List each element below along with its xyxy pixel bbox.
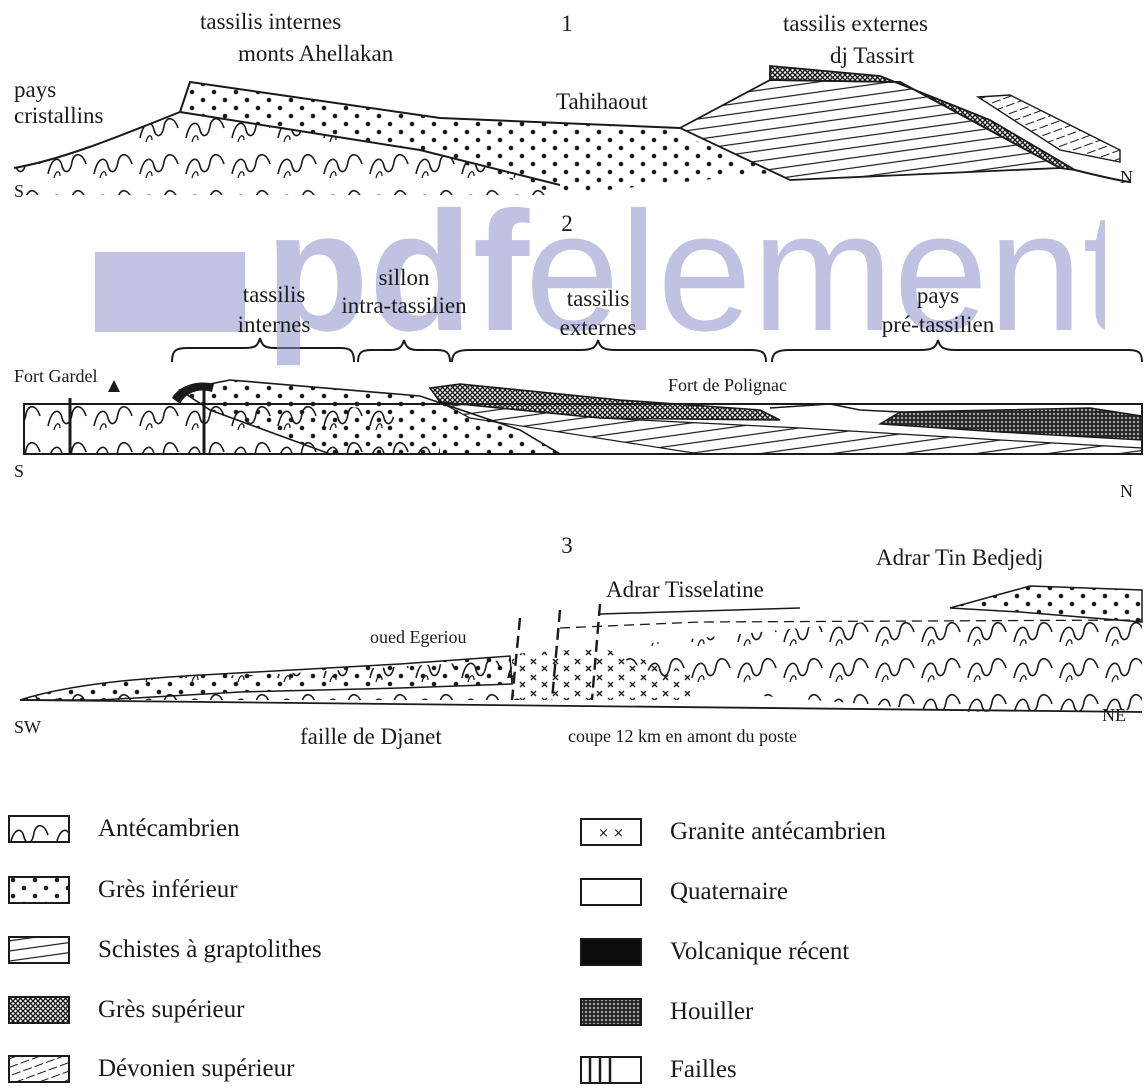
legend-item-quaternaire: Quaternaire	[580, 878, 788, 906]
section-3-dir-right: NE	[1102, 706, 1126, 725]
legend-item-failles: Failles	[580, 1056, 737, 1084]
fort-gardel-marker	[108, 380, 120, 392]
label-pre-tassilien: pré-tassilien	[882, 313, 994, 337]
label-cristallins: cristallins	[14, 104, 103, 128]
legend-label: Dévonien supérieur	[98, 1055, 294, 1083]
legend-item-volcanique: Volcanique récent	[580, 938, 849, 966]
volcanique-swatch	[580, 938, 642, 966]
brace-tassilis-internes	[172, 338, 354, 362]
legend-item-devonien: Dévonien supérieur	[8, 1055, 294, 1083]
brace-pays-pre-tassilien	[772, 340, 1142, 362]
label-pays-2: pays	[917, 284, 959, 308]
label-adrar-tin-bedjedj: Adrar Tin Bedjedj	[876, 546, 1043, 570]
section-2-dir-left: S	[14, 462, 24, 481]
devonien-swatch	[8, 1055, 70, 1083]
legend-item-schistes: Schistes à graptolithes	[8, 936, 322, 964]
legend-item-granite: × × Granite antécambrien	[580, 818, 886, 846]
label-tassilis-2: tassilis	[243, 283, 306, 307]
section-1-dir-left: S	[14, 182, 24, 201]
label-intra-tassilien: intra-tassilien	[341, 294, 466, 318]
label-monts-ahellakan: monts Ahellakan	[238, 42, 393, 66]
label-sillon: sillon	[378, 266, 429, 290]
antecambrien-swatch	[8, 815, 70, 843]
schistes-swatch	[8, 936, 70, 964]
granite-swatch: × ×	[580, 818, 642, 846]
legend-label: Quaternaire	[670, 878, 788, 906]
svg-text:× ×: × ×	[598, 826, 624, 841]
legend-label: Houiller	[670, 998, 753, 1026]
brace-tassilis-externes	[452, 340, 766, 362]
label-faille-djanet: faille de Djanet	[300, 725, 442, 749]
legend-label: Failles	[670, 1056, 737, 1084]
quaternaire-swatch	[580, 878, 642, 906]
label-adrar-tisselatine: Adrar Tisselatine	[606, 578, 764, 602]
section-3-profile	[20, 586, 1142, 712]
legend-item-houiller: Houiller	[580, 998, 753, 1026]
label-tassilis-internes: tassilis internes	[200, 10, 341, 34]
section-1-dir-right: N	[1120, 168, 1133, 187]
brace-sillon	[358, 340, 450, 362]
legend-label: Antécambrien	[98, 815, 240, 843]
section-1-profile	[14, 66, 1130, 195]
legend-label: Schistes à graptolithes	[98, 936, 322, 964]
label-tassilis-externes-2b: externes	[560, 316, 637, 340]
legend-label: Grès inférieur	[98, 876, 238, 904]
legend-label: Grès supérieur	[98, 996, 244, 1024]
legend-item-antecambrien: Antécambrien	[8, 815, 240, 843]
legend-label: Granite antécambrien	[670, 818, 886, 846]
section-3-number: 3	[561, 534, 573, 558]
gres-superieur-swatch	[8, 996, 70, 1024]
label-pays: pays	[14, 78, 56, 102]
label-internes-2: internes	[238, 313, 311, 337]
label-coupe-note: coupe 12 km en amont du poste	[568, 727, 797, 746]
legend-item-gres-superieur: Grès supérieur	[8, 996, 244, 1024]
section-3-dir-left: SW	[14, 718, 41, 737]
section-2-profile	[24, 338, 1142, 454]
section-2-dir-right: N	[1120, 482, 1133, 501]
label-tassilis-externes-2a: tassilis	[567, 287, 630, 311]
label-fort-gardel: Fort Gardel	[14, 367, 97, 386]
label-dj-tassirt: dj Tassirt	[830, 44, 914, 68]
houiller-swatch	[580, 998, 642, 1026]
label-tahihaout: Tahihaout	[556, 90, 648, 114]
label-tassilis-externes: tassilis externes	[783, 12, 928, 36]
gres-inferieur-swatch	[8, 876, 70, 904]
legend-item-gres-inferieur: Grès inférieur	[8, 876, 238, 904]
label-oued-egeriou: oued Egeriou	[370, 628, 466, 647]
section-1-number: 1	[561, 12, 573, 36]
failles-swatch	[580, 1056, 642, 1084]
label-fort-polignac: Fort de Polignac	[668, 376, 787, 395]
legend-label: Volcanique récent	[670, 938, 849, 966]
section-2-number: 2	[561, 212, 573, 236]
